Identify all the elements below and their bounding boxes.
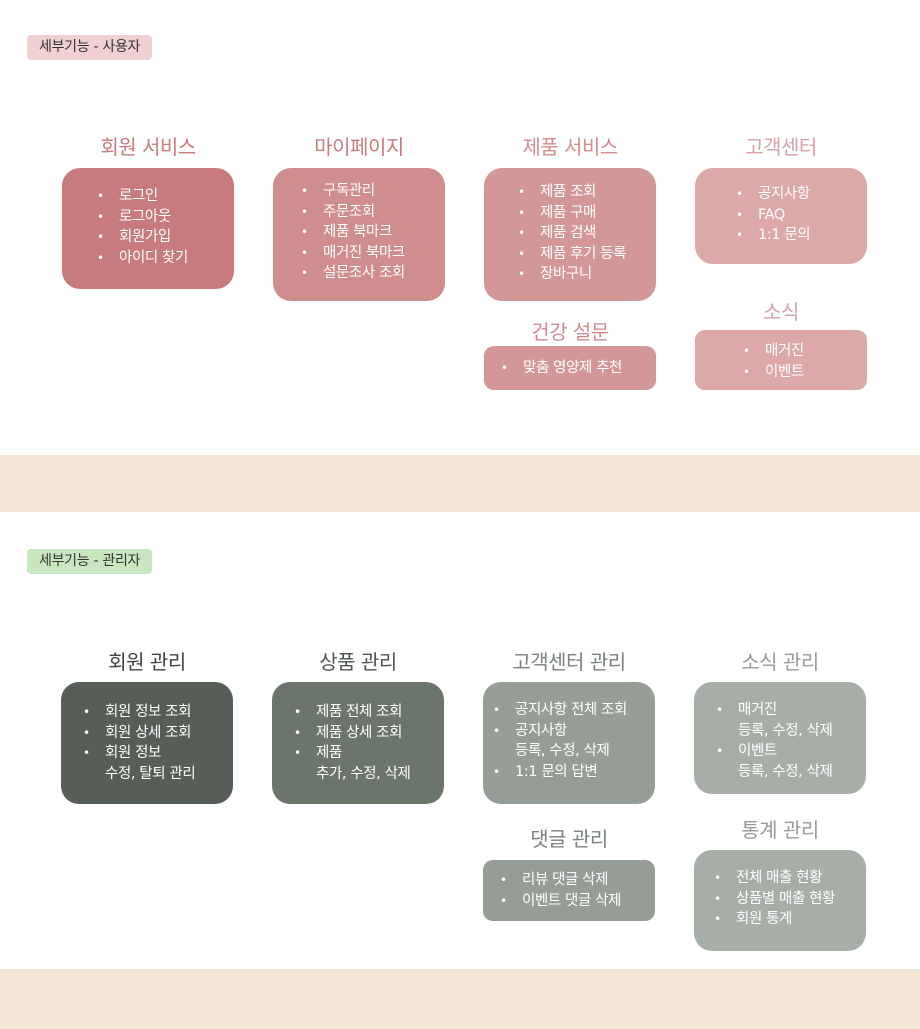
user-cs-list: 공지사항FAQ1:1 문의	[736, 184, 867, 246]
admin-comment-box: 리뷰 댓글 삭제이벤트 댓글 삭제	[483, 860, 655, 921]
list-item: 매거진	[743, 341, 867, 362]
user-member-list: 로그인로그아웃회원가입아이디 찾기	[97, 186, 234, 268]
admin-member-box: 회원 정보 조회회원 상세 조회회원 정보 수정, 탈퇴 관리	[61, 682, 233, 804]
admin-stats-title: 통계 관리	[741, 818, 819, 842]
list-item: 장바구니	[518, 264, 656, 285]
list-item: 로그인	[97, 186, 234, 207]
list-item: FAQ	[736, 205, 867, 226]
user-section-tag: 세부기능 - 사용자	[27, 35, 153, 60]
admin-cs-title: 고객센터 관리	[512, 650, 626, 674]
list-item: 공지사항	[736, 184, 867, 205]
list-item: 회원 통계	[714, 909, 866, 930]
list-item: 제품 구매	[518, 203, 656, 224]
list-item: 이벤트 댓글 삭제	[500, 891, 655, 912]
user-member-title: 회원 서비스	[100, 135, 196, 159]
list-item: 맞춤 영양제 추천	[501, 358, 656, 379]
user-survey-title: 건강 설문	[531, 320, 609, 344]
admin-product-title: 상품 관리	[319, 650, 397, 674]
list-item: 매거진 등록, 수정, 삭제	[716, 700, 866, 741]
list-item: 제품 검색	[518, 223, 656, 244]
user-survey-list: 맞춤 영양제 추천	[501, 358, 656, 379]
admin-cs-list: 공지사항 전체 조회공지사항 등록, 수정, 삭제1:1 문의 답변	[493, 700, 655, 782]
list-item: 설문조사 조회	[301, 263, 445, 284]
user-product-title: 제품 서비스	[522, 135, 618, 159]
list-item: 전체 매출 현황	[714, 868, 866, 889]
user-mypage-list: 구독관리주문조회제품 북마크매거진 북마크설문조사 조회	[301, 181, 445, 284]
admin-news-title: 소식 관리	[741, 650, 819, 674]
list-item: 공지사항 전체 조회	[493, 700, 655, 721]
list-item: 회원 상세 조회	[83, 723, 233, 744]
list-item: 제품 북마크	[301, 222, 445, 243]
admin-stats-box: 전체 매출 현황상품별 매출 현황회원 통계	[694, 850, 866, 951]
list-item: 아이디 찾기	[97, 248, 234, 269]
list-item: 이벤트 등록, 수정, 삭제	[716, 741, 866, 782]
user-news-title: 소식	[763, 300, 799, 324]
user-cs-box: 공지사항FAQ1:1 문의	[695, 168, 867, 264]
admin-member-list: 회원 정보 조회회원 상세 조회회원 정보 수정, 탈퇴 관리	[83, 702, 233, 784]
list-item: 제품 상세 조회	[294, 723, 444, 744]
list-item: 제품 추가, 수정, 삭제	[294, 743, 444, 784]
admin-news-list: 매거진 등록, 수정, 삭제이벤트 등록, 수정, 삭제	[716, 700, 866, 782]
admin-comment-list: 리뷰 댓글 삭제이벤트 댓글 삭제	[500, 870, 655, 911]
list-item: 회원 정보 조회	[83, 702, 233, 723]
admin-stats-list: 전체 매출 현황상품별 매출 현황회원 통계	[714, 868, 866, 930]
list-item: 공지사항 등록, 수정, 삭제	[493, 721, 655, 762]
admin-comment-title: 댓글 관리	[530, 827, 608, 851]
list-item: 로그아웃	[97, 207, 234, 228]
user-news-list: 매거진이벤트	[743, 341, 867, 382]
list-item: 구독관리	[301, 181, 445, 202]
section-divider-band	[0, 455, 920, 512]
list-item: 리뷰 댓글 삭제	[500, 870, 655, 891]
admin-news-box: 매거진 등록, 수정, 삭제이벤트 등록, 수정, 삭제	[694, 682, 866, 794]
list-item: 1:1 문의	[736, 225, 867, 246]
list-item: 제품 전체 조회	[294, 702, 444, 723]
list-item: 1:1 문의 답변	[493, 762, 655, 783]
list-item: 이벤트	[743, 362, 867, 383]
list-item: 상품별 매출 현황	[714, 889, 866, 910]
list-item: 제품 후기 등록	[518, 244, 656, 265]
user-survey-box: 맞춤 영양제 추천	[484, 346, 656, 390]
list-item: 매거진 북마크	[301, 243, 445, 264]
admin-member-title: 회원 관리	[108, 650, 186, 674]
user-member-box: 로그인로그아웃회원가입아이디 찾기	[62, 168, 234, 289]
admin-section-tag: 세부기능 - 관리자	[27, 549, 153, 574]
user-cs-title: 고객센터	[745, 135, 817, 159]
list-item: 회원가입	[97, 227, 234, 248]
bottom-band	[0, 969, 920, 1029]
user-mypage-box: 구독관리주문조회제품 북마크매거진 북마크설문조사 조회	[273, 168, 445, 301]
user-news-box: 매거진이벤트	[695, 330, 867, 390]
admin-cs-box: 공지사항 전체 조회공지사항 등록, 수정, 삭제1:1 문의 답변	[483, 682, 655, 804]
list-item: 주문조회	[301, 202, 445, 223]
list-item: 회원 정보 수정, 탈퇴 관리	[83, 743, 233, 784]
list-item: 제품 조회	[518, 182, 656, 203]
user-mypage-title: 마이페이지	[314, 135, 404, 159]
